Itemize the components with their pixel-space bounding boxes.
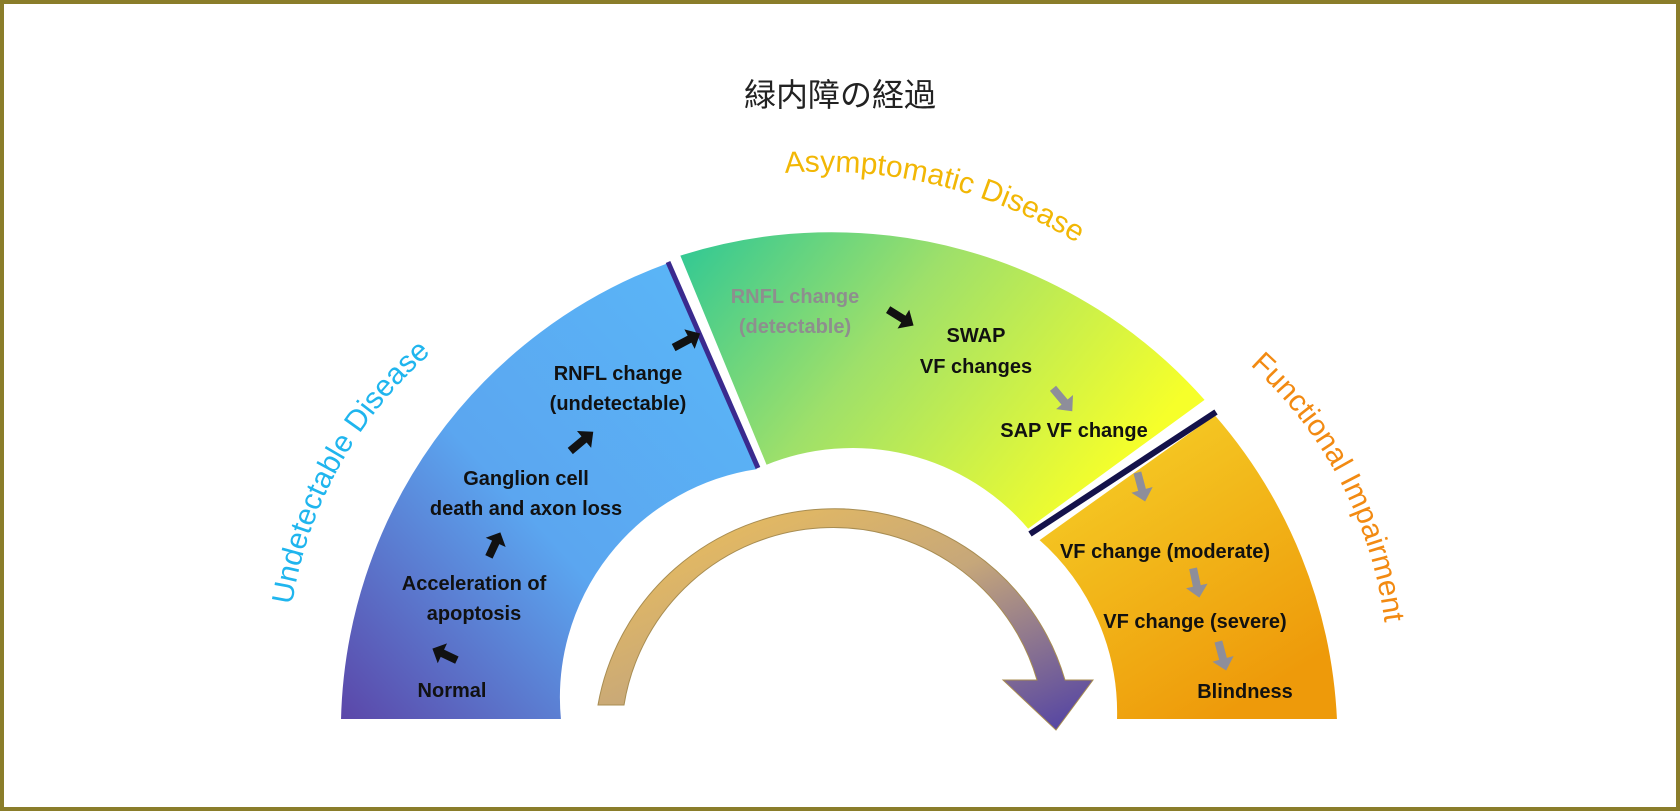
step-sap-vf-change: SAP VF change xyxy=(1000,420,1147,442)
sector-functional xyxy=(1036,412,1340,721)
sector-undetectable xyxy=(338,260,760,721)
step-arrow-icon xyxy=(1049,385,1073,412)
step-rnfl-undetectable-line1: RNFL change xyxy=(554,363,683,385)
divider-undetectable-asymptomatic xyxy=(665,260,761,470)
step-arrow-icon xyxy=(1212,640,1234,671)
step-acceleration-line2: apoptosis xyxy=(427,603,521,625)
step-swap-line2: VF changes xyxy=(920,356,1032,378)
sector-asymptomatic xyxy=(677,230,1208,532)
step-vf-moderate: VF change (moderate) xyxy=(1060,541,1270,563)
step-arrow-icon xyxy=(567,431,594,455)
step-acceleration-line1: Acceleration of xyxy=(402,573,547,595)
page-title: 緑内障の経過 xyxy=(743,76,936,114)
curved-progression-arrow-icon xyxy=(597,508,1094,731)
step-ganglion-line1: Ganglion cell xyxy=(463,468,589,490)
step-rnfl-detectable-line2: (detectable) xyxy=(739,316,851,338)
step-normal: Normal xyxy=(418,680,487,702)
step-arrow-icon xyxy=(1131,471,1153,502)
step-arrow-icon xyxy=(886,306,914,329)
step-arrow-icon xyxy=(432,643,459,664)
step-blindness: Blindness xyxy=(1197,681,1293,703)
step-vf-severe: VF change (severe) xyxy=(1103,611,1286,633)
step-arrow-icon xyxy=(1186,567,1208,598)
step-rnfl-detectable-line1: RNFL change xyxy=(731,286,860,308)
step-rnfl-undetectable-line2: (undetectable) xyxy=(550,393,687,415)
step-ganglion-line2: death and axon loss xyxy=(430,498,622,520)
step-arrow-icon xyxy=(485,532,506,559)
divider-asymptomatic-functional xyxy=(1028,409,1218,537)
step-swap-line1: SWAP xyxy=(947,325,1006,347)
step-arrow-icon xyxy=(671,329,701,352)
